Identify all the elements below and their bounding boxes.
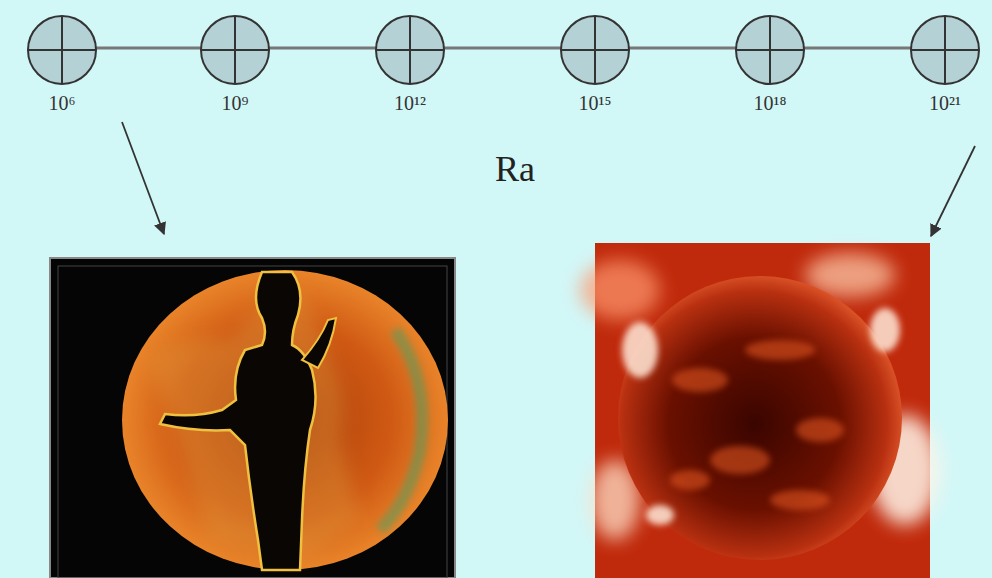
exponent-label: 10²¹: [929, 92, 961, 114]
exponent-label: 10¹⁵: [579, 92, 612, 114]
exponent-label: 10¹²: [394, 92, 426, 114]
pointer-arrow: [931, 146, 975, 236]
convection-photo: [50, 258, 455, 578]
axis-title: Ra: [495, 150, 535, 190]
cell-symbols: [28, 16, 979, 84]
exponent-label: 10⁶: [49, 92, 76, 114]
exponent-label: 10¹⁸: [754, 92, 787, 114]
exponent-label: 10⁹: [222, 92, 249, 114]
axis-line: [62, 47, 945, 50]
pointer-arrow: [122, 122, 164, 234]
sun-photo: [580, 243, 940, 578]
